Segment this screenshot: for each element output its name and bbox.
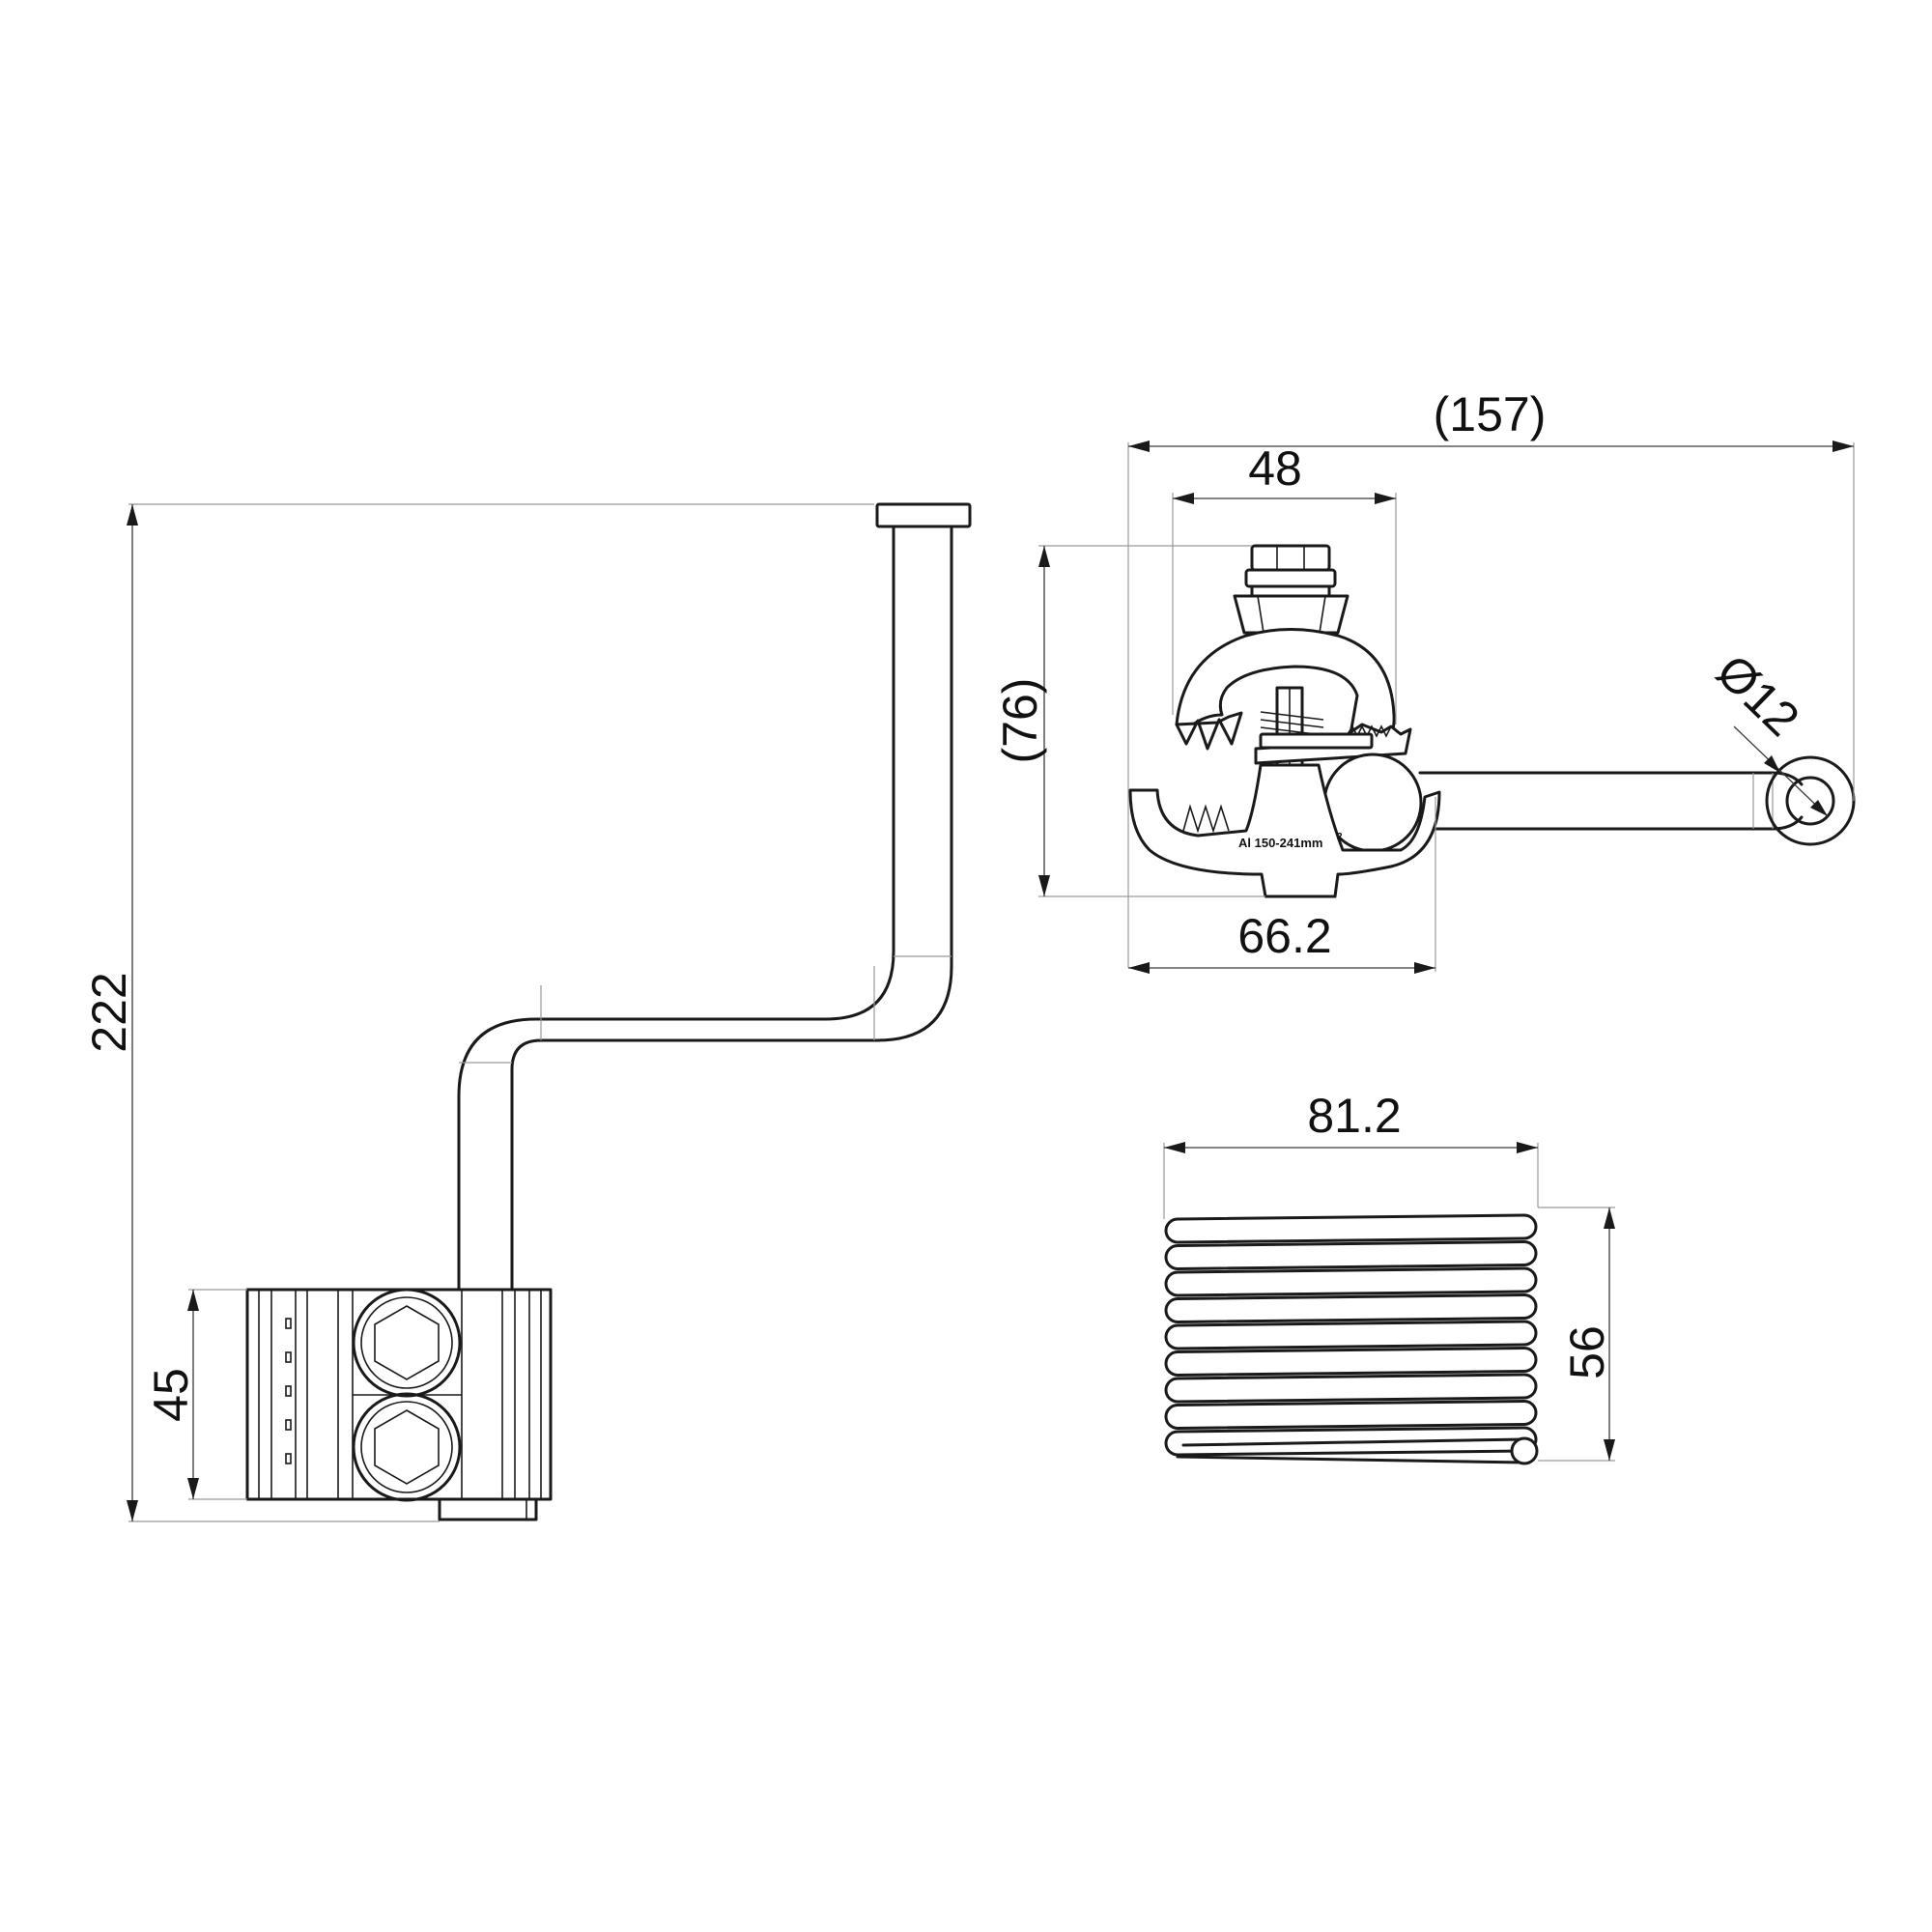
coil-turn bbox=[1164, 1400, 1538, 1430]
lower-jaw-teeth bbox=[1182, 804, 1230, 834]
dimension-clamp-height: 45 bbox=[144, 1289, 247, 1500]
dim-66-2-label: 66.2 bbox=[1237, 909, 1331, 963]
front-view: Al 150-241mm 2 (157) 48 (76) bbox=[993, 387, 1856, 974]
coil-view: 81.2 56 bbox=[1163, 1089, 1615, 1465]
eye-loop-inner bbox=[1785, 776, 1835, 826]
coil-turn bbox=[1164, 1213, 1538, 1244]
dim-48-label: 48 bbox=[1248, 441, 1302, 496]
dimension-coil-length: 81.2 bbox=[1163, 1089, 1539, 1219]
upper-jaw-teeth bbox=[1175, 711, 1243, 751]
dimension-clamp-vertical: (76) bbox=[993, 545, 1265, 897]
dim-76-label: (76) bbox=[993, 678, 1047, 764]
rod-end-cap bbox=[875, 502, 972, 528]
dimension-jaw-opening: 48 bbox=[1172, 441, 1397, 724]
dim-157-label: (157) bbox=[1434, 387, 1547, 441]
dim-56-label: 56 bbox=[1560, 1325, 1614, 1379]
coil-turn bbox=[1164, 1293, 1538, 1323]
dim-81-2-label: 81.2 bbox=[1307, 1089, 1401, 1143]
bent-rod-inner bbox=[510, 525, 953, 1292]
clamp-marking: Al 150-241mm bbox=[1238, 836, 1322, 850]
bolt-head-lower bbox=[352, 1392, 462, 1502]
dimension-coil-height: 56 bbox=[1538, 1207, 1615, 1462]
coil-turn bbox=[1164, 1266, 1538, 1297]
dim-dia12-label: Ø12 bbox=[1706, 644, 1809, 747]
clamp-bottom-tab bbox=[438, 1497, 538, 1521]
lower-jaw-body bbox=[1128, 763, 1441, 898]
clamp-marking-superscript: 2 bbox=[1337, 832, 1343, 842]
dim-222-label: 222 bbox=[82, 972, 136, 1052]
coil-end bbox=[1510, 1436, 1539, 1465]
dim-45-label: 45 bbox=[144, 1368, 198, 1422]
coil-turn bbox=[1164, 1347, 1538, 1377]
coil-turn bbox=[1164, 1320, 1538, 1350]
side-view: 222 45 bbox=[82, 502, 972, 1522]
dimension-overall-height: 222 bbox=[82, 503, 874, 1522]
dimension-clamp-width: 66.2 bbox=[1128, 797, 1436, 974]
coil-turns bbox=[1164, 1213, 1539, 1465]
bent-rod-outer bbox=[457, 525, 895, 1292]
dimension-overall-width: (157) bbox=[1127, 387, 1855, 968]
clamp-block-side bbox=[245, 1288, 553, 1521]
coil-turn bbox=[1164, 1373, 1538, 1404]
coil-turn bbox=[1164, 1240, 1538, 1270]
rod-with-eye bbox=[1418, 755, 1856, 846]
bolt-head-upper bbox=[352, 1288, 462, 1398]
